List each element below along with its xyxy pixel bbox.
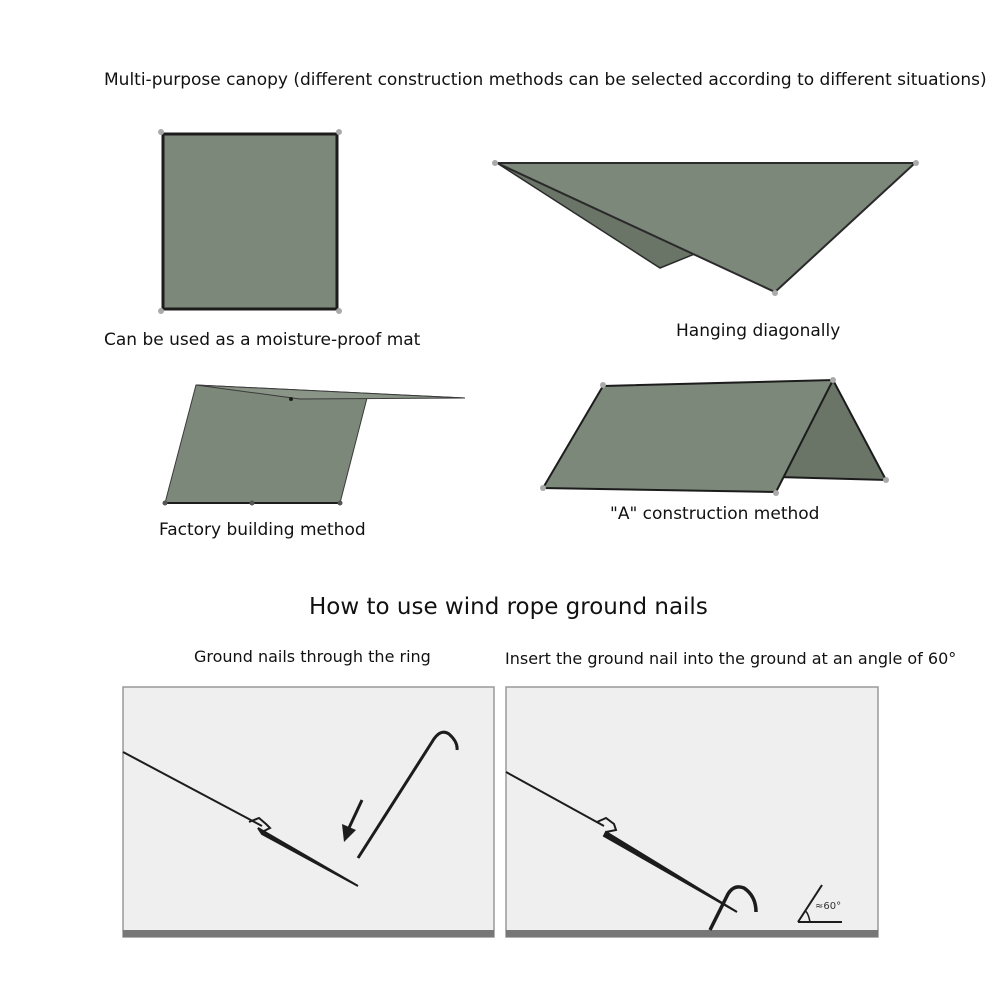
corner-ring-icon: [913, 160, 919, 166]
corner-ring-icon: [336, 129, 342, 135]
corner-ring-icon: [600, 382, 606, 388]
factory-building-illustration: [162, 384, 466, 506]
corner-ring-icon: [830, 377, 836, 383]
corner-ring-icon: [540, 485, 546, 491]
a-frame-illustration: [540, 377, 889, 496]
moisture-proof-mat-illustration: [158, 129, 342, 314]
corner-ring-icon: [772, 290, 778, 296]
corner-ring-icon: [492, 160, 498, 166]
nail-through-ring-panel: [122, 686, 495, 938]
nails-heading: How to use wind rope ground nails: [309, 594, 708, 620]
corner-ring-icon: [158, 308, 164, 314]
factory-caption: Factory building method: [159, 520, 366, 540]
corner-ring-icon: [883, 477, 889, 483]
step-right-caption: Insert the ground nail into the ground a…: [505, 649, 957, 668]
mat-caption: Can be used as a moisture-proof mat: [104, 330, 421, 350]
arrow-down-icon: [342, 799, 364, 842]
angle-label: ≈60°: [815, 901, 842, 912]
corner-ring-icon: [336, 308, 342, 314]
diagonal-caption: Hanging diagonally: [676, 321, 841, 341]
nail-angle-panel: [505, 686, 879, 938]
page-title: Multi-purpose canopy (different construc…: [104, 70, 987, 90]
corner-ring-icon: [158, 129, 164, 135]
step-left-caption: Ground nails through the ring: [194, 647, 431, 666]
angle-60-icon: [797, 884, 842, 923]
corner-ring-icon: [773, 490, 779, 496]
diagonal-tarp-illustration: [492, 160, 919, 296]
a-frame-caption: "A" construction method: [610, 504, 820, 524]
